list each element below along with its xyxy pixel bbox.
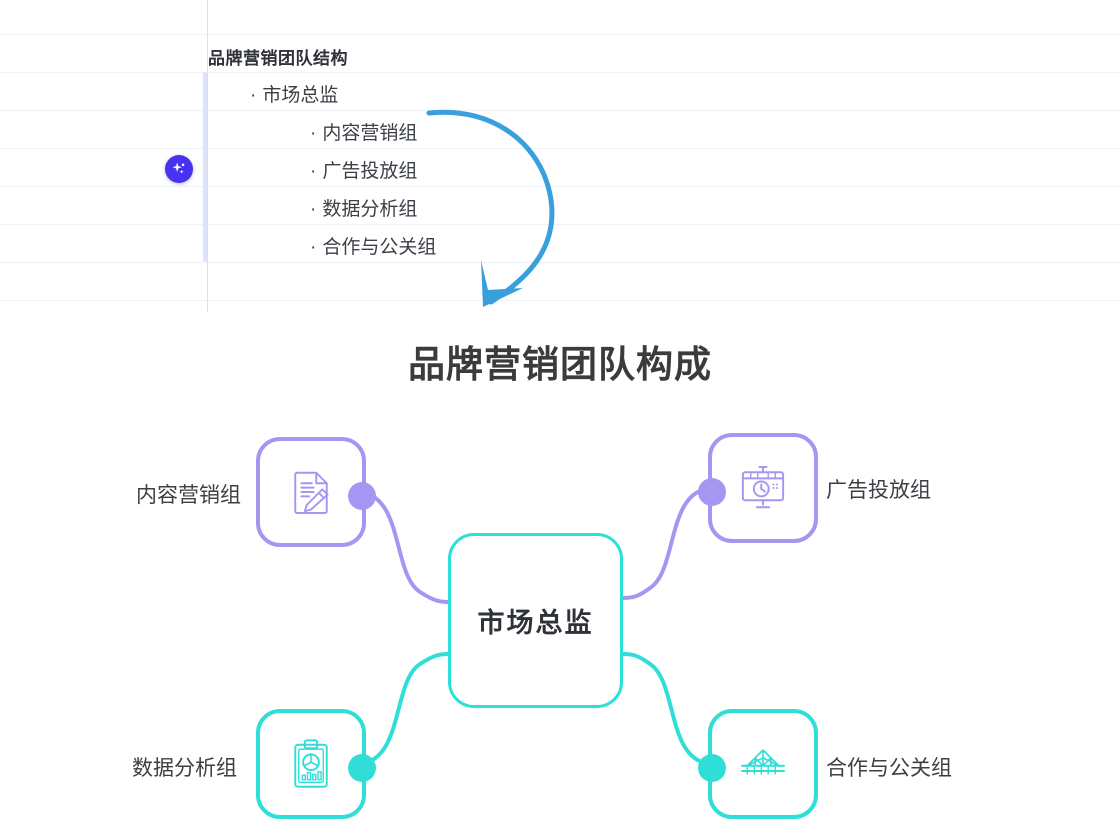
- curved-down-arrow-icon: [426, 109, 555, 307]
- presentation-clock-icon: [741, 466, 785, 509]
- outline-item-label: 数据分析组: [322, 199, 418, 220]
- bullet-marker: ·: [310, 199, 317, 220]
- outline-item-label: 广告投放组: [322, 161, 418, 182]
- bullet-marker: ·: [310, 123, 317, 144]
- outline-pane: 品牌营销团队结构 ·市场总监 ·内容营销组 ·广告投放组 ·数据分析组 ·合作与…: [0, 0, 1120, 312]
- node-data-analysis[interactable]: [256, 709, 376, 819]
- node-label-data-analysis: 数据分析组: [132, 757, 237, 780]
- sparkle-icon: [172, 162, 185, 174]
- outline-item-3[interactable]: ·数据分析组: [310, 194, 417, 221]
- outline-item-label: 内容营销组: [322, 123, 418, 144]
- bridge-icon: [740, 749, 786, 775]
- outline-item-1[interactable]: ·内容营销组: [310, 118, 417, 145]
- node-partnership-pr[interactable]: [698, 709, 818, 819]
- document-pencil-icon: [294, 471, 329, 514]
- node-connector-dot: [348, 482, 376, 510]
- grid-line: [0, 72, 1120, 73]
- grid-line: [0, 34, 1120, 35]
- node-connector-dot: [698, 478, 726, 506]
- node-connector-dot: [698, 754, 726, 782]
- node-ad-placement[interactable]: [698, 433, 818, 543]
- connector-lines: [356, 486, 714, 766]
- outline-title: 品牌营销团队结构: [208, 49, 348, 68]
- outline-item-label: 合作与公关组: [322, 237, 437, 258]
- clipboard-chart-icon: [294, 739, 328, 788]
- node-connector-dot: [348, 754, 376, 782]
- node-label-ad-placement: 广告投放组: [826, 479, 931, 502]
- grid-line: [0, 262, 1120, 263]
- center-node-label: 市场总监: [477, 608, 594, 638]
- grid-line: [0, 224, 1120, 225]
- column-divider: [207, 0, 208, 312]
- active-column-highlight: [203, 72, 207, 262]
- node-label-partnership-pr: 合作与公关组: [826, 757, 952, 780]
- bullet-marker: ·: [250, 85, 257, 106]
- node-content-marketing[interactable]: [256, 437, 376, 547]
- bullet-marker: ·: [310, 161, 317, 182]
- grid-line: [0, 300, 1120, 301]
- center-node[interactable]: 市场总监: [448, 533, 623, 708]
- grid-line: [0, 186, 1120, 187]
- grid-line: [0, 110, 1120, 111]
- node-label-content-marketing: 内容营销组: [136, 484, 241, 507]
- diagram-title: 品牌营销团队构成: [408, 344, 712, 385]
- diagram-canvas: 品牌营销团队构成 市场总监 内容营销组: [0, 312, 1120, 840]
- grid-line: [0, 148, 1120, 149]
- bullet-marker: ·: [310, 237, 317, 258]
- outline-item-label: 市场总监: [262, 85, 339, 106]
- outline-item-4[interactable]: ·合作与公关组: [310, 232, 436, 259]
- ai-sparkle-button[interactable]: [165, 155, 193, 183]
- outline-item-0[interactable]: ·市场总监: [250, 80, 338, 107]
- outline-item-2[interactable]: ·广告投放组: [310, 156, 417, 183]
